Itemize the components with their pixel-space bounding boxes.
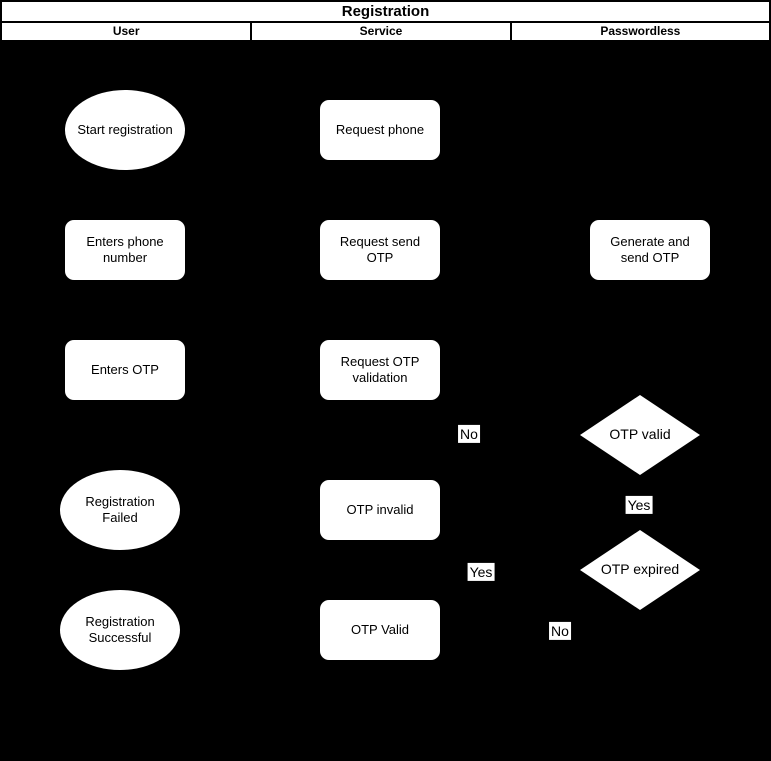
node-registration-failed: Registration Failed: [60, 470, 180, 550]
node-otp-valid-result: OTP Valid: [320, 600, 440, 660]
edge-label-otp-valid-yes: Yes: [625, 495, 653, 515]
node-start-registration: Start registration: [65, 90, 185, 170]
node-request-send-otp: Request send OTP: [320, 220, 440, 280]
node-enters-phone-number: Enters phone number: [65, 220, 185, 280]
node-otp-expired-decision: OTP expired: [580, 530, 700, 610]
node-otp-invalid: OTP invalid: [320, 480, 440, 540]
edge-label-otp-valid-no: No: [458, 424, 480, 444]
node-enters-otp: Enters OTP: [65, 340, 185, 400]
node-request-phone: Request phone: [320, 100, 440, 160]
edge-label-otp-expired-no: No: [549, 621, 571, 641]
lane-header-user: User: [0, 21, 253, 42]
lane-header-row: User Service Passwordless: [0, 21, 771, 42]
node-generate-and-send-otp: Generate and send OTP: [590, 220, 710, 280]
node-request-otp-validation: Request OTP validation: [320, 340, 440, 400]
node-otp-valid-decision: OTP valid: [580, 395, 700, 475]
pool-title: Registration: [0, 0, 771, 23]
pool-header: Registration User Service Passwordless: [0, 0, 771, 42]
edge-label-otp-expired-yes: Yes: [467, 562, 495, 582]
lane-header-service: Service: [250, 21, 512, 42]
lane-header-passwordless: Passwordless: [509, 21, 771, 42]
node-registration-successful: Registration Successful: [60, 590, 180, 670]
